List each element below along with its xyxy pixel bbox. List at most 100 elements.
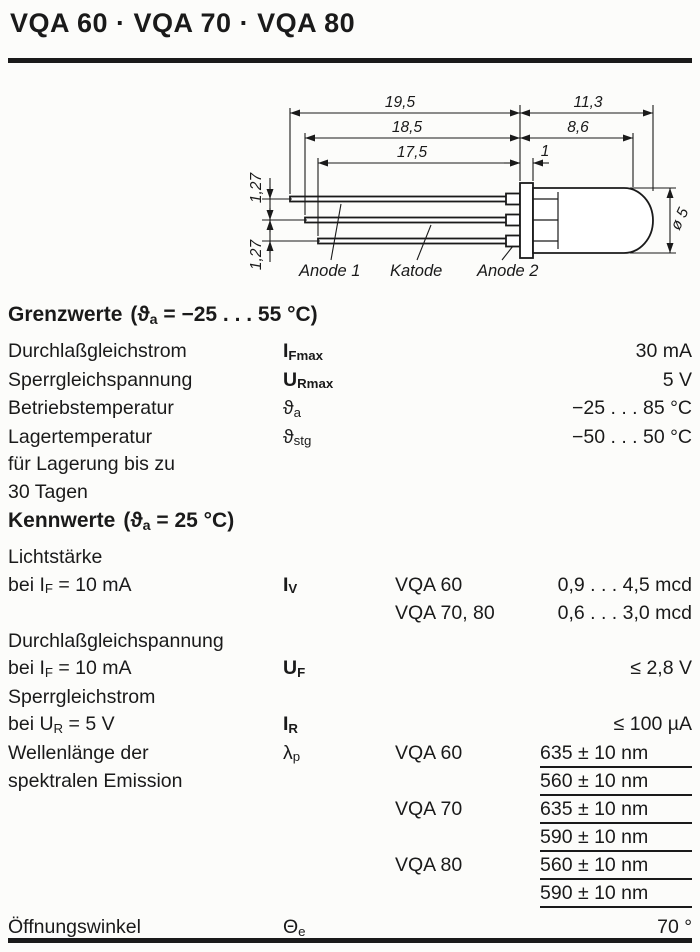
symbol-base: λ [283,741,293,764]
param-symbol: ϑstg [283,424,395,453]
param-label: Öffnungswinkel [8,916,141,938]
row-wellenlaenge-vqa60-top: Wellenlänge der λp VQA 60 635 ± 10 nm [8,740,692,769]
variant-label: VQA 70 [395,798,463,820]
condition-sub: a [142,518,151,535]
section-kennwerte: Kennwerte(ϑa = 25 °C) Lichtstärke bei IF… [8,508,692,943]
kennwerte-heading-title: Kennwerte [8,509,116,532]
row-durchlassgleichspannung-label: Durchlaßgleichspannung [8,628,692,656]
dim-1: 1 [541,143,550,160]
param-symbol: URmax [283,367,395,396]
symbol-base: I [283,713,289,735]
lead-anode2 [317,237,509,245]
dim-19-5: 19,5 [385,94,416,111]
wavelength-value: 635 ± 10 nm [540,797,692,824]
wavelength-value: 560 ± 10 nm [540,853,692,880]
param-condition: bei IF = 10 mA [8,572,283,601]
dim-11-3: 11,3 [573,94,602,111]
pin-labels: Anode 1 Katode Anode 2 [298,262,538,280]
label-anode1: Anode 1 [298,262,360,280]
param-value: 0,6 . . . 3,0 mcd [557,602,692,624]
wavelength-value: 590 ± 10 nm [540,881,692,908]
grenzwerte-heading: Grenzwerte (ϑa = −25 . . . 55 °C) [8,302,692,330]
internal-leadframe [533,192,559,249]
symbol-sub: a [293,404,302,420]
symbol-base: ϑ [283,397,294,419]
bottom-rule [8,938,692,943]
param-symbol: ϑa [283,395,395,424]
param-label: Durchlaßgleichspannung [8,629,224,652]
row-sperrgleichstrom-label: Sperrgleichstrom [8,684,692,712]
row-wellenlaenge-vqa70-bottom: 590 ± 10 nm [8,824,692,852]
param-label: Lichtstärke [8,546,103,568]
cond-sub: R [53,720,64,736]
param-symbol: IV [283,572,395,601]
symbol-sub: Fmax [288,347,324,363]
variant-label: VQA 70, 80 [395,602,495,624]
cond-text: bei U [8,713,54,735]
symbol-sub: R [288,720,298,736]
symbol-base: Θ [283,916,299,938]
param-value: 70 ° [657,916,692,938]
condition-pre: (ϑ [130,303,150,326]
row-wellenlaenge-vqa60-bottom: spektralen Emission 560 ± 10 nm [8,768,692,796]
grenzwerte-heading-title: Grenzwerte [8,303,123,326]
param-symbol: IFmax [283,338,395,367]
row-oeffnungswinkel: Öffnungswinkel Θe 70 ° [8,914,692,943]
symbol-base: I [283,573,289,596]
param-label: spektralen Emission [8,770,183,792]
kennwerte-heading: Kennwerte(ϑa = 25 °C) [8,508,692,536]
row-lagertemperatur: Lagertemperatur für Lagerung bis zu 30 T… [8,424,692,507]
section-grenzwerte: Grenzwerte (ϑa = −25 . . . 55 °C) Durchla… [8,302,692,506]
row-wellenlaenge-vqa80-top: VQA 80 560 ± 10 nm [8,852,692,880]
symbol-sub: p [292,749,301,765]
led-package [289,182,654,259]
variant-label: VQA 60 [395,573,463,596]
param-label-line: Lagertemperatur [8,425,153,448]
param-label: Sperrgleichstrom [8,685,156,708]
cond-text: bei I [8,657,45,679]
param-value: 30 mA [635,340,692,362]
param-value: −25 . . . 85 °C [572,397,692,419]
param-symbol: Θe [283,914,395,943]
lead-anode1 [289,195,509,203]
symbol-base: U [283,368,298,391]
dim-18-5: 18,5 [392,119,423,136]
page-title: VQA 60 · VQA 70 · VQA 80 [10,8,356,38]
grenzwerte-condition: (ϑa = −25 . . . 55 °C) [130,303,317,328]
row-betriebstemperatur: Betriebstemperatur ϑa −25 . . . 85 °C [8,395,692,424]
param-condition: bei IF = 10 mA [8,655,283,684]
led-body [532,187,654,254]
cond-text: bei I [8,573,45,596]
row-lichtstaerke-vqa60: bei IF = 10 mA IV VQA 60 0,9 . . . 4,5 m… [8,572,692,601]
param-value: ≤ 100 µA [613,713,692,735]
label-katode: Katode [390,262,442,280]
param-condition: bei UR = 5 V [8,711,283,740]
cond-sub: F [44,664,53,680]
dim-17-5: 17,5 [397,144,428,161]
param-label: Wellenlänge der [8,741,149,764]
row-sperrgleichstrom: bei UR = 5 V IR ≤ 100 µA [8,711,692,740]
dim-1-27-top: 1,27 [248,172,265,204]
row-wellenlaenge-vqa80-bottom: 590 ± 10 nm [8,880,692,908]
led-technical-drawing: 19,5 11,3 18,5 8,6 17,5 1 1,27 1,27 ø 5 … [248,94,693,280]
title-rule [8,58,692,63]
lead-pad-icon [505,192,521,206]
row-durchlassgleichstrom: Durchlaßgleichstrom IFmax 30 mA [8,338,692,367]
condition-post: = 25 °C) [150,509,235,532]
label-anode2: Anode 2 [476,262,538,280]
row-lichtstaerke-label: Lichtstärke [8,544,692,572]
row-lichtstaerke-vqa7080: VQA 70, 80 0,6 . . . 3,0 mcd [8,600,692,628]
param-value: 0,9 . . . 4,5 mcd [557,573,692,596]
symbol-sub: e [298,923,306,939]
lead-pad-icon [505,213,521,227]
symbol-sub: V [288,581,298,597]
dim-8-6: 8,6 [567,119,589,136]
row-durchlassgleichspannung: bei IF = 10 mA UF ≤ 2,8 V [8,655,692,684]
row-sperrgleichspannung: Sperrgleichspannung URmax 5 V [8,367,692,396]
param-value: −50 . . . 50 °C [572,425,692,448]
symbol-sub: Rmax [297,376,334,392]
param-symbol: λp [283,740,395,769]
param-label: Durchlaßgleichstrom [8,340,187,362]
lead-pad-icon [505,234,521,248]
row-wellenlaenge-vqa70-top: VQA 70 635 ± 10 nm [8,796,692,824]
